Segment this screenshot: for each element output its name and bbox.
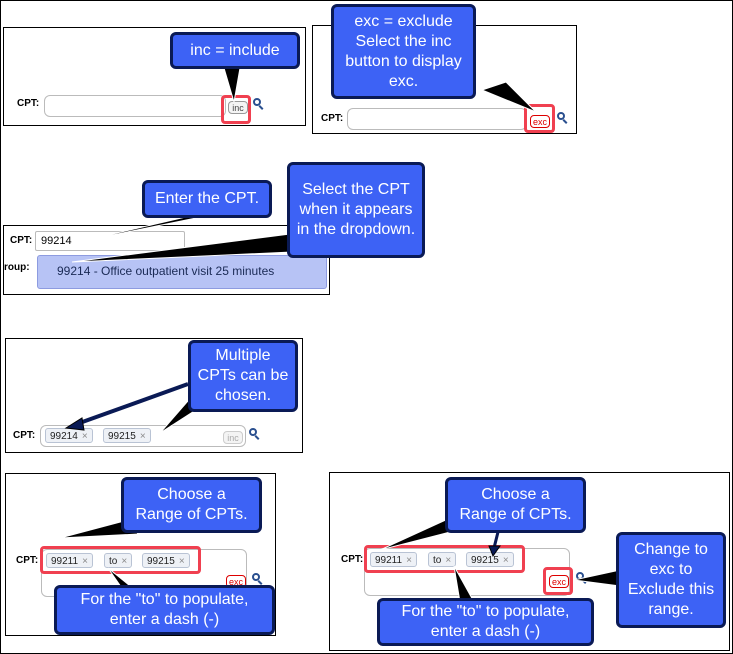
remove-tag-icon[interactable]: × [82,556,88,567]
cpt-tag-to[interactable]: to× [428,552,457,567]
highlight-exc [524,104,555,133]
cpt-input[interactable] [44,95,226,117]
remove-tag-icon[interactable]: × [445,555,452,566]
callout-enter-cpt: Enter the CPT. [142,180,272,218]
remove-tag-icon[interactable]: × [502,555,509,566]
search-icon[interactable] [557,112,565,120]
pointer-inc [223,67,241,103]
cpt-tag[interactable]: 99215× [142,553,190,568]
remove-tag-icon[interactable]: × [81,431,88,442]
search-icon[interactable] [253,98,261,106]
cpt-label: CPT: [16,555,39,566]
pointer-select [71,233,293,263]
pointer-multiple-a [73,382,189,427]
highlight-range [364,545,525,573]
highlight-range [40,546,201,574]
pointer-exclude [573,569,621,587]
cpt-tag[interactable]: 99211× [46,553,93,568]
cpt-label: CPT: [13,430,36,441]
cpt-tag-to[interactable]: to× [104,553,133,568]
pointer-enter [77,215,207,243]
panel-enter-cpt: CPT: 99214 roup: 99214 - Office outpatie… [3,225,330,295]
cpt-tag[interactable]: 99211× [370,552,417,567]
remove-tag-icon[interactable]: × [139,431,146,442]
callout-exclude: Change to exc to Exclude this range. [616,532,726,628]
inc-button[interactable]: inc [228,101,248,114]
callout-dash: For the "to" to populate, enter a dash (… [54,585,275,635]
callout-multiple: Multiple CPTs can be chosen. [188,340,298,412]
callout-select-cpt: Select the CPT when it appears in the dr… [287,162,425,258]
callout-exc: exc = exclude Select the inc button to d… [331,4,476,99]
highlight-exc [543,567,573,595]
callout-range: Choose a Range of CPTs. [121,477,262,533]
cpt-input[interactable]: 99214 [35,231,185,251]
pointer-range-p6-b [492,531,500,549]
callout-dash: For the "to" to populate, enter a dash (… [377,598,594,646]
cpt-tag[interactable]: 99215× [466,552,514,567]
cpt-label: CPT: [321,113,344,124]
pointer-multiple-a-head [64,417,85,431]
inc-button[interactable]: inc [223,431,243,444]
remove-tag-icon[interactable]: × [178,556,185,567]
callout-range: Choose a Range of CPTs. [445,477,586,533]
dropdown-option-text: 99214 - Office outpatient visit 25 minut… [57,264,275,278]
cpt-label: CPT: [17,98,40,109]
cpt-label: CPT: [341,554,364,565]
search-icon[interactable] [252,573,260,581]
callout-inc: inc = include [170,32,300,69]
remove-tag-icon[interactable]: × [406,555,412,566]
group-label: roup: [4,262,30,273]
highlight-inc [221,95,251,124]
cpt-input-value: 99214 [41,235,72,247]
pointer-range-p6-b-head [488,545,501,558]
exc-button[interactable]: exc [549,575,569,588]
cpt-label: CPT: [10,235,33,246]
search-icon[interactable] [249,428,257,436]
remove-tag-icon[interactable]: × [121,556,128,567]
pointer-exc [480,81,537,113]
pointer-dash-p6 [453,565,475,603]
cpt-tag[interactable]: 99215× [103,428,151,443]
exc-button[interactable]: exc [530,115,550,128]
